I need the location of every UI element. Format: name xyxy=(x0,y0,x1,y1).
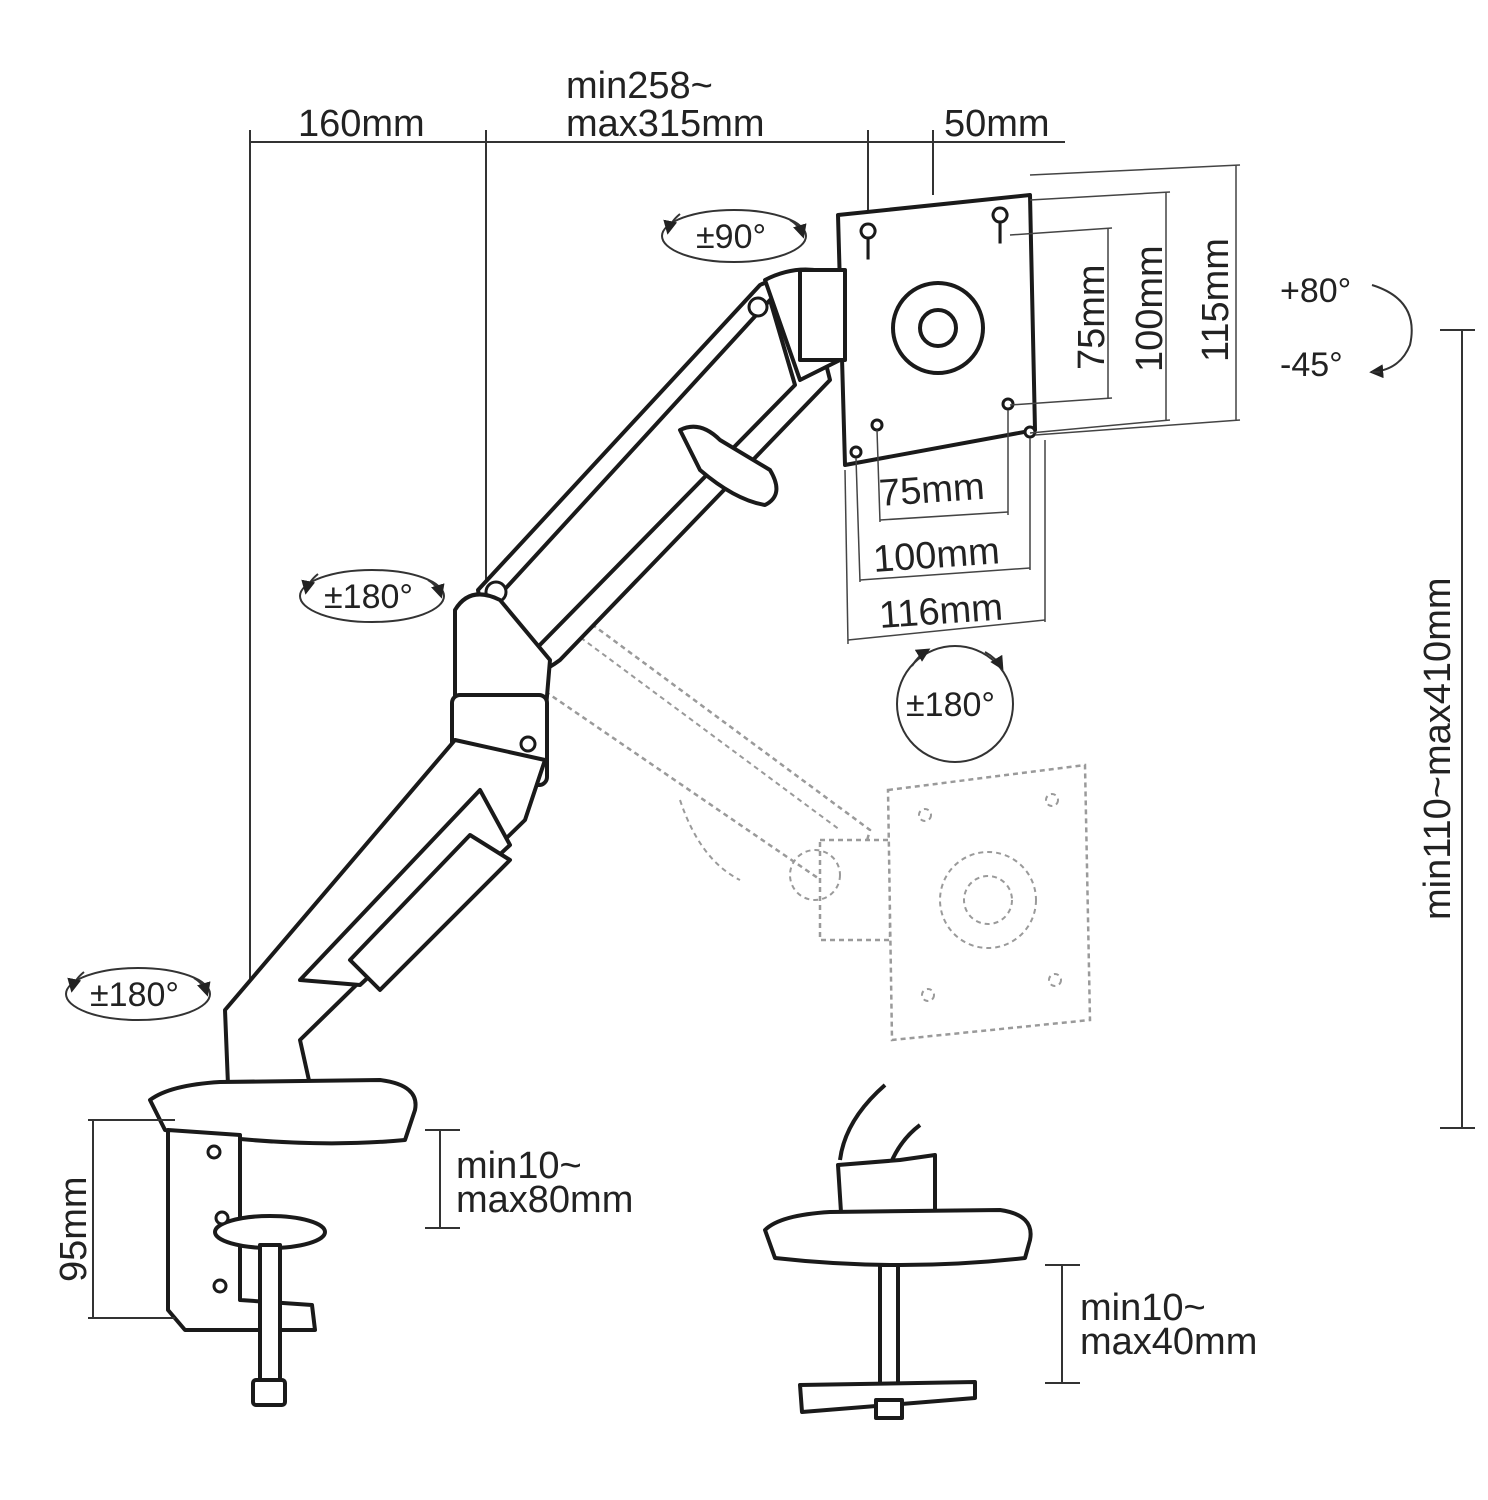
height-dimension xyxy=(1440,329,1475,1129)
plate-offset-label: 50mm xyxy=(944,103,1050,145)
clamp-range-dimension xyxy=(425,1129,460,1229)
vesa-h-large-label: 100mm xyxy=(872,530,1001,581)
tilt-down-label: -45° xyxy=(1280,346,1343,384)
lower-arm xyxy=(223,738,547,1087)
clamp-height-dimension xyxy=(88,1119,175,1319)
top-dimension-lines xyxy=(249,130,1065,990)
vesa-horizontal-dimensions xyxy=(844,410,1046,645)
height-range-label: min110~max410mm xyxy=(1417,577,1459,920)
clamp-range-min-label: min10~ xyxy=(456,1145,582,1187)
base-swivel-indicator xyxy=(65,967,211,1021)
arm-length-max-label: max315mm xyxy=(566,103,765,145)
plate-rotation-label: ±180° xyxy=(906,686,995,724)
upper-arm xyxy=(476,267,842,677)
plate-width-label: 116mm xyxy=(878,586,1005,637)
clamp-base xyxy=(148,1078,418,1407)
grommet-range-dimension xyxy=(1045,1264,1080,1384)
head-swivel-indicator xyxy=(661,209,807,263)
vesa-v-small-label: 75mm xyxy=(1071,264,1113,370)
vesa-plate xyxy=(798,193,1037,467)
plate-height-label: 115mm xyxy=(1195,238,1237,362)
vesa-vertical-dimensions xyxy=(1009,164,1241,436)
grommet-range-min-label: min10~ xyxy=(1080,1287,1206,1329)
clamp-height-label: 95mm xyxy=(53,1176,95,1282)
grommet-range-max-label: max40mm xyxy=(1080,1321,1257,1363)
vesa-v-large-label: 100mm xyxy=(1129,245,1171,372)
tilt-up-label: +80° xyxy=(1280,272,1351,310)
tilt-indicator xyxy=(1369,284,1413,379)
vesa-h-small-label: 75mm xyxy=(878,466,986,515)
elbow-swivel-indicator xyxy=(299,569,445,623)
head-swivel-label: ±90° xyxy=(696,218,766,256)
clamp-range-max-label: max80mm xyxy=(456,1179,633,1221)
arm-offset-label: 160mm xyxy=(298,103,425,145)
base-swivel-label: ±180° xyxy=(90,976,179,1014)
plate-rotation-indicator xyxy=(896,645,1014,763)
elbow-swivel-label: ±180° xyxy=(324,578,413,616)
grommet-base xyxy=(763,1083,1033,1420)
arm-length-min-label: min258~ xyxy=(566,65,713,107)
